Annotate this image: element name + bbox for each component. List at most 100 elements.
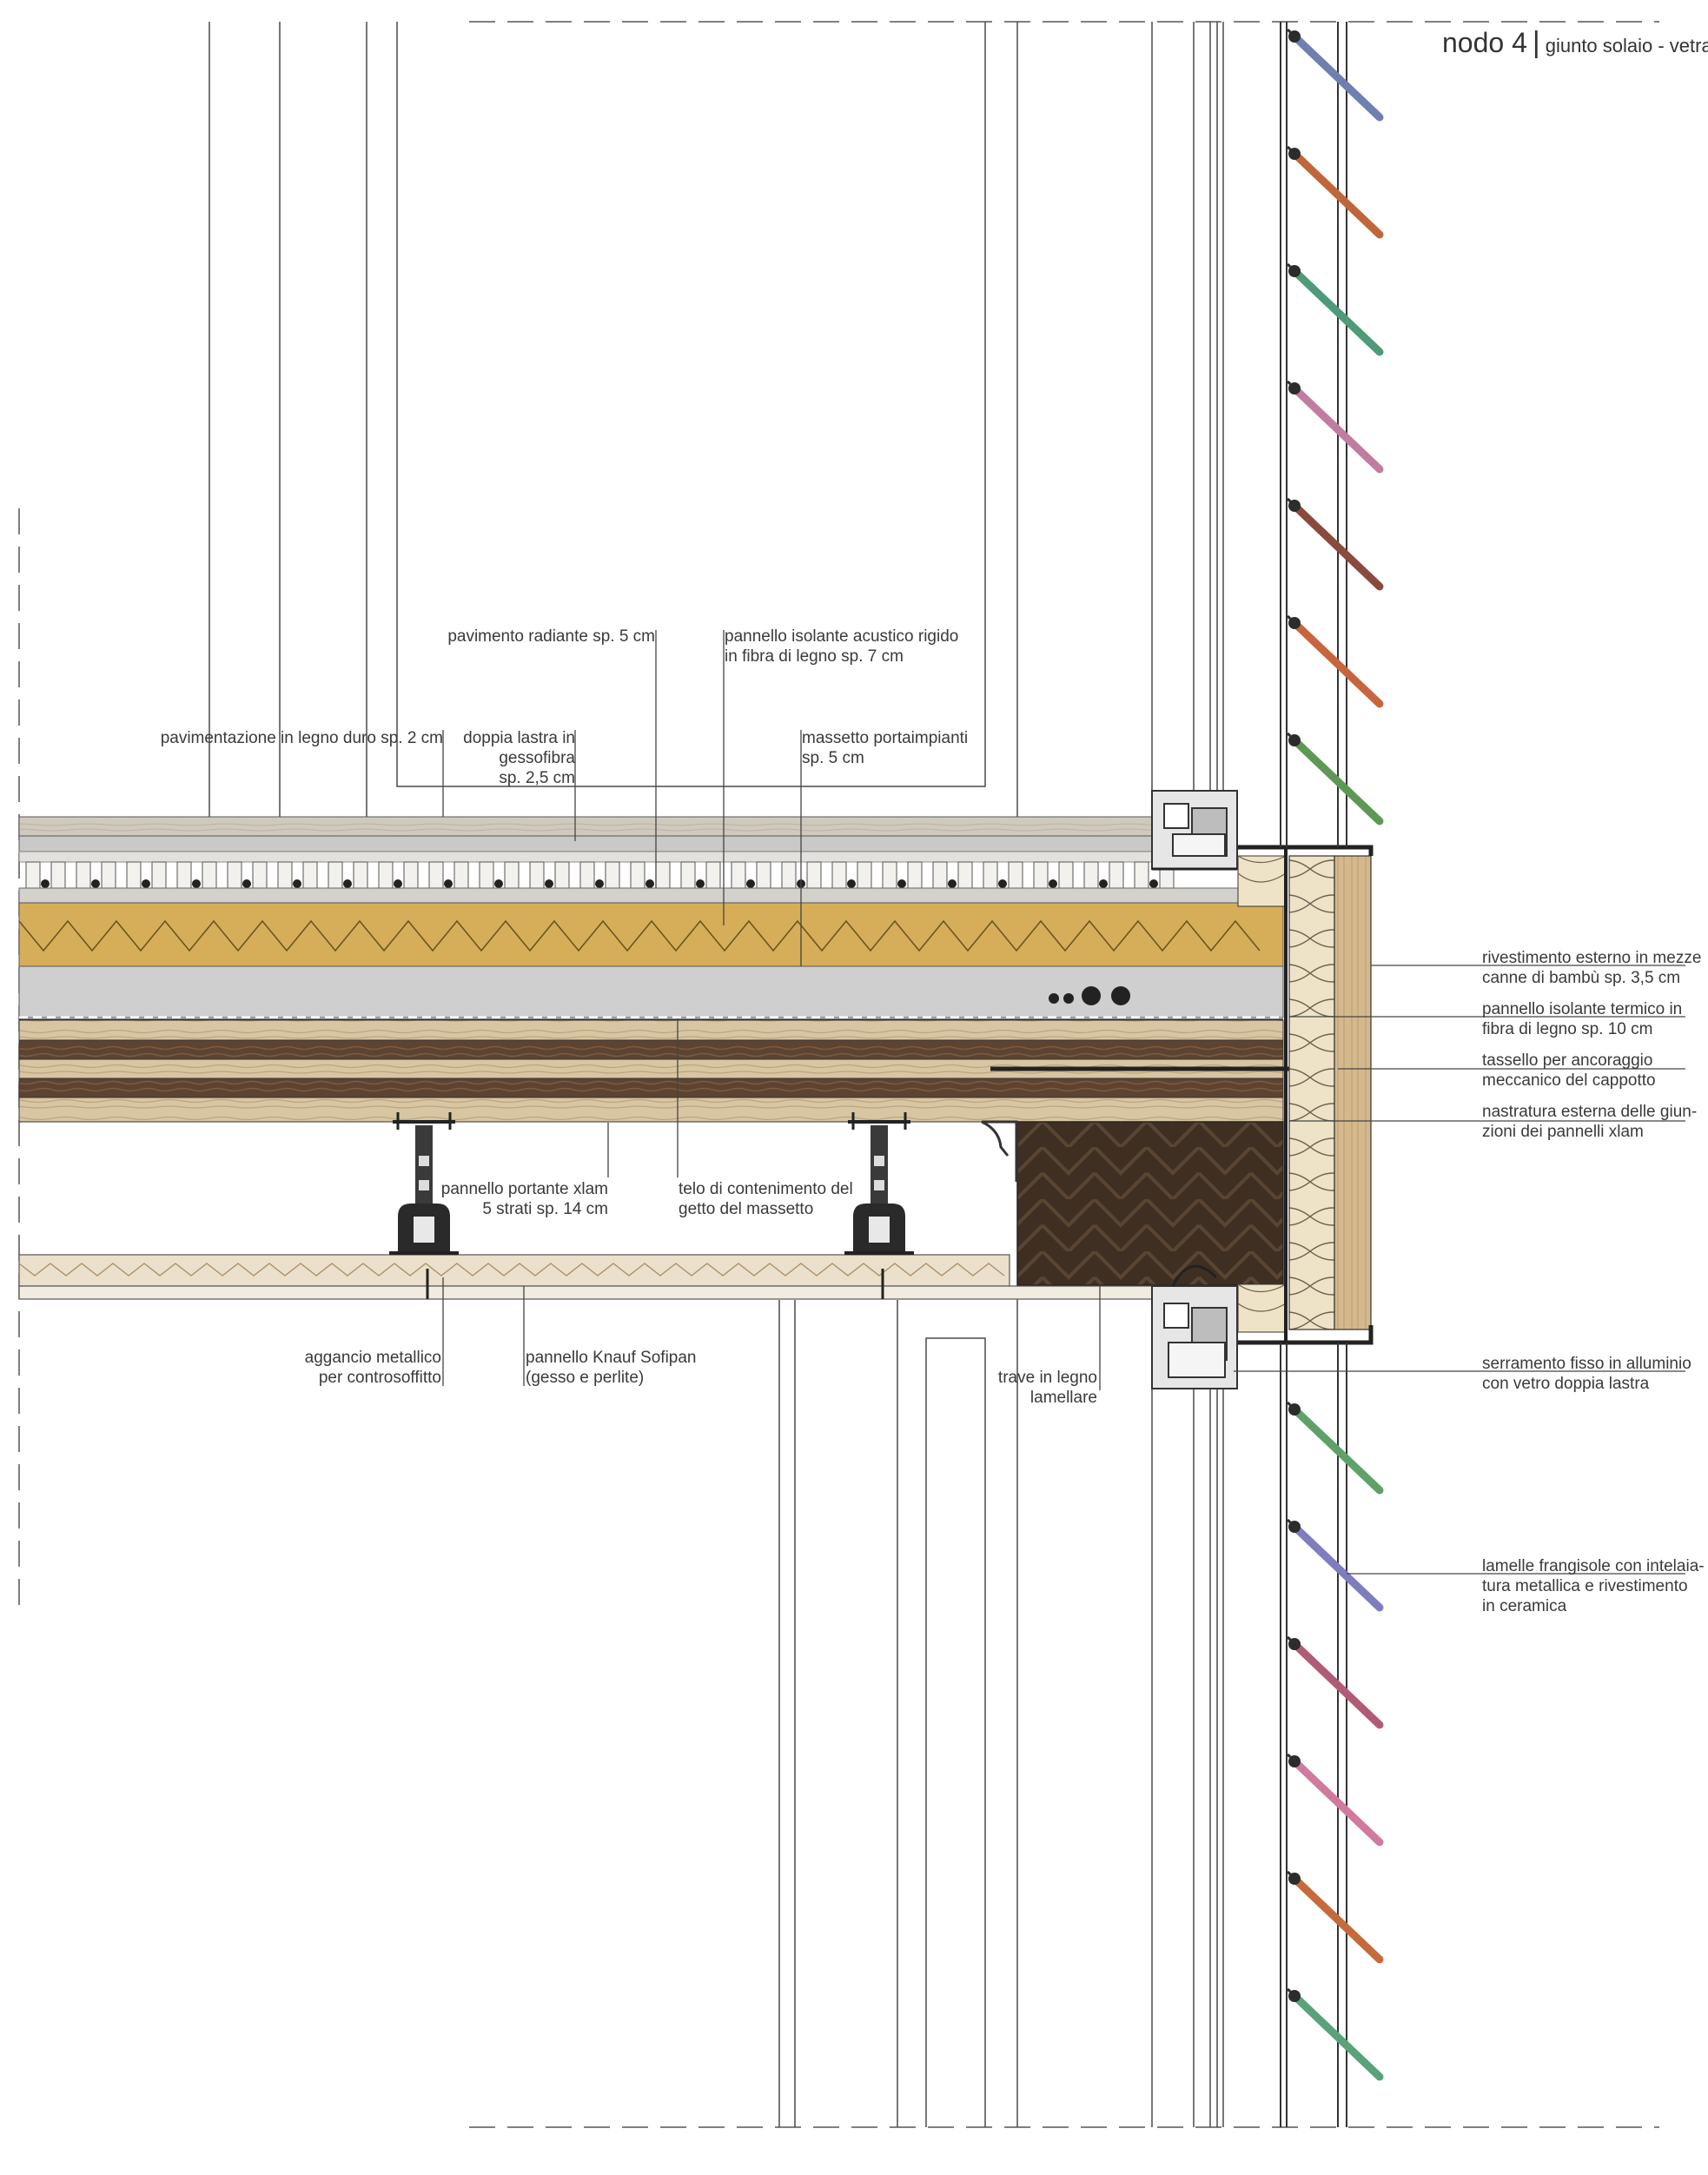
radiant-tooth [781, 861, 797, 889]
radiant-tooth [1033, 861, 1049, 889]
louvre-blade [1286, 262, 1384, 356]
louvre-blade [1286, 614, 1384, 708]
radiant-tooth [605, 861, 620, 889]
radiant-pipe [1049, 879, 1057, 888]
radiant-pipe [897, 879, 906, 888]
radiant-screed-layer [18, 851, 1175, 863]
radiant-pipe [192, 879, 201, 888]
floor-slab [18, 816, 1338, 1286]
radiant-pipe [242, 879, 251, 888]
radiant-pipe [343, 879, 352, 888]
radiant-tooth [151, 861, 167, 889]
suspended-ceiling [18, 1112, 1158, 1300]
radiant-pipe [595, 879, 604, 888]
radiant-tooth [1008, 861, 1023, 889]
title-separator: | [1532, 26, 1540, 59]
ceiling-hanger [389, 1112, 459, 1255]
radiant-tooth [882, 861, 897, 889]
radiant-tooth [76, 861, 91, 889]
radiant-tooth [50, 861, 66, 889]
radiant-tooth [1083, 861, 1099, 889]
radiant-pipe [293, 879, 301, 888]
radiant-pipe [1149, 879, 1158, 888]
gypsum-fibre-layer [18, 835, 1158, 852]
label-pavimento-radiante: pavimento radiante sp. 5 cm [447, 627, 655, 646]
label-xlam: pannello portante xlam 5 strati sp. 14 c… [440, 1180, 608, 1218]
node-subtitle: giunto solaio - vetrata [1545, 35, 1708, 56]
facade-edge [1237, 845, 1374, 1345]
radiant-tooth [857, 861, 872, 889]
louvre-blade [1286, 732, 1384, 826]
label-doppia-lastra: doppia lastra in gessofibra sp. 2,5 cm [463, 729, 575, 787]
beam-steel-bracket [981, 1120, 1018, 1182]
acoustic-insulation-layer [18, 902, 1284, 967]
radiant-tooth [831, 861, 847, 889]
ceiling-hanger [844, 1112, 914, 1255]
leader-lines [442, 630, 1685, 1575]
vertical-reference-lines [209, 22, 1224, 817]
screed-layer [18, 965, 1284, 1018]
glulam-beam [1016, 1121, 1284, 1286]
radiant-tooth [579, 861, 595, 889]
label-pannello-acustico: pannello isolante acustico rigido in fib… [725, 627, 959, 666]
ceiling-panel [18, 1254, 1010, 1287]
louvre-blade [1286, 28, 1384, 122]
xlam-panel [18, 1019, 1284, 1123]
label-tassello: tassello per ancoraggio meccanico del ca… [1482, 1051, 1656, 1090]
label-knauf: pannello Knauf Sofipan (gesso e perlite) [526, 1349, 697, 1387]
radiant-tooth [227, 861, 242, 889]
radiant-tooth [907, 861, 923, 889]
radiant-pipe [41, 879, 50, 888]
radiant-tooth [25, 861, 41, 889]
radiant-pipe [142, 879, 150, 888]
radiant-pipe [998, 879, 1007, 888]
radiant-pipe [1099, 879, 1108, 888]
radiant-tooth [453, 861, 469, 889]
radiant-base-layer [18, 887, 1284, 904]
radiant-pipe [545, 879, 553, 888]
radiant-tooth [176, 861, 192, 889]
acoustic-insulation-zigzag [18, 919, 1261, 952]
radiant-tooth [353, 861, 368, 889]
radiant-pipe [645, 879, 654, 888]
ceiling-panel-texture [18, 1263, 1005, 1276]
sun-louvres [1286, 28, 1384, 2081]
louvre-blade [1286, 1518, 1384, 1612]
radiant-tooth [428, 861, 444, 889]
radiant-tooth [378, 861, 394, 889]
radiant-tooth [529, 861, 545, 889]
radiant-tooth [806, 861, 822, 889]
radiant-tooth [504, 861, 520, 889]
label-massetto: massetto portaimpianti sp. 5 cm [802, 729, 969, 767]
radiant-pipe [746, 879, 755, 888]
thermal-insulation [1288, 855, 1335, 1330]
radiant-pipe [444, 879, 453, 888]
louvre-blade [1286, 1753, 1384, 1847]
radiant-tooth [554, 861, 570, 889]
node-number: nodo 4 [1442, 27, 1527, 58]
radiant-pipe [394, 879, 402, 888]
radiant-tooth [756, 861, 771, 889]
radiant-pipe [696, 879, 705, 888]
label-nastratura: nastratura esterna delle giun- zioni dei… [1482, 1103, 1698, 1141]
radiant-pipe [948, 879, 957, 888]
radiant-panel-teeth [25, 861, 1175, 889]
radiant-tooth [705, 861, 721, 889]
radiant-tooth [1109, 861, 1124, 889]
radiant-tooth [983, 861, 998, 889]
radiant-pipe [494, 879, 503, 888]
louvre-blade [1286, 1870, 1384, 1964]
label-lamelle: lamelle frangisole con intelaia- tura me… [1482, 1557, 1705, 1615]
radiant-tooth [1058, 861, 1074, 889]
label-isolante-termico: pannello isolante termico in fibra di le… [1482, 1000, 1683, 1038]
radiant-tooth [630, 861, 645, 889]
radiant-tooth [403, 861, 419, 889]
radiant-tooth [126, 861, 142, 889]
radiant-tooth [479, 861, 494, 889]
louvre-blade [1286, 497, 1384, 591]
radiant-tooth [680, 861, 696, 889]
radiant-tooth [932, 861, 948, 889]
louvre-blade [1286, 380, 1384, 474]
vertical-reference-lines-lower [778, 1286, 1224, 2127]
